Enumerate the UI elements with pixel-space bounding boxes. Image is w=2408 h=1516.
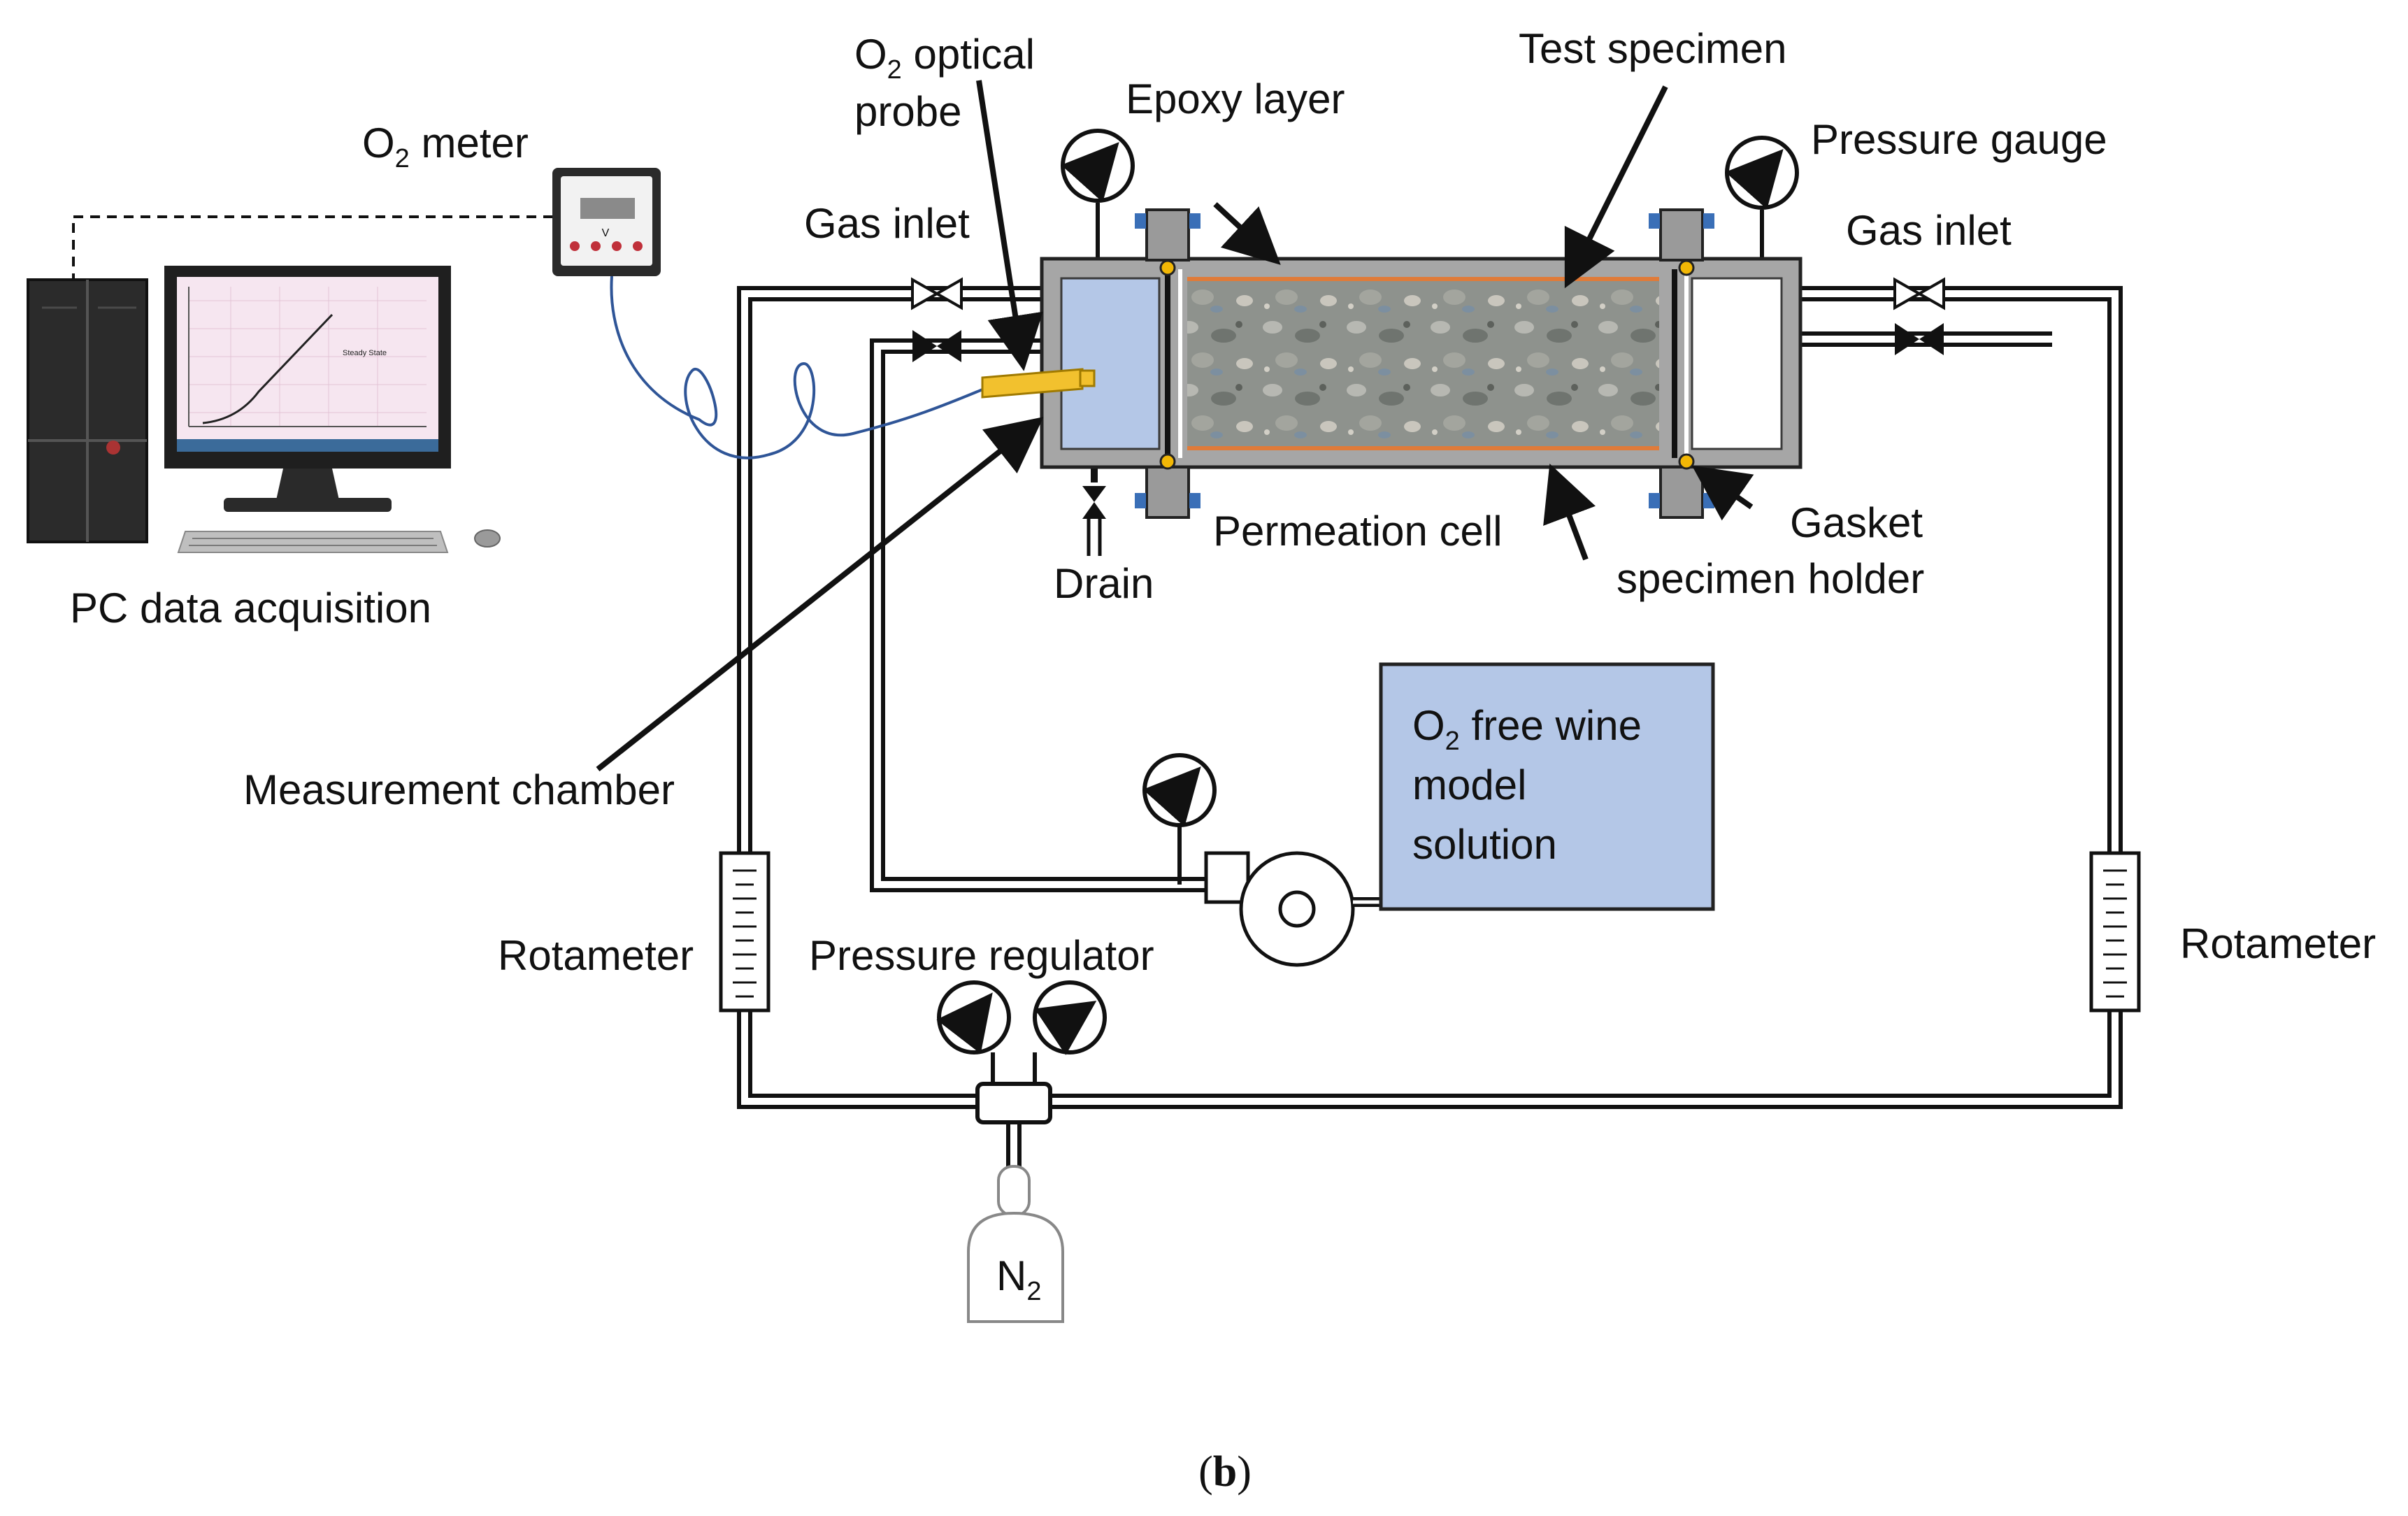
o2-meter-icon: V (552, 168, 661, 276)
label-solution-line2: model (1412, 761, 1526, 808)
meter-display-unit: V (602, 227, 610, 239)
label-probe: probe (854, 88, 961, 135)
labels: O2 optical probe O2 meter Epoxy layer Te… (70, 25, 2376, 1496)
pressure-gauges (936, 129, 1799, 1087)
label-o2-optical-probe: O2 optical (854, 31, 1035, 85)
label-o2-meter: O2 meter (362, 120, 529, 173)
label-solution-line1: O2 free wine (1412, 702, 1642, 756)
label-measurement-chamber: Measurement chamber (243, 766, 675, 813)
gauge-icon-regulator-right (1033, 980, 1107, 1087)
arrow-gasket (1691, 465, 1754, 521)
epoxy-layer-top (1187, 277, 1659, 281)
monitor-icon: Steady State (164, 266, 451, 512)
gauge-icon-regulator-left (936, 980, 1011, 1087)
label-permeation-cell: Permeation cell (1213, 508, 1503, 555)
label-gas-inlet-right: Gas inlet (1846, 207, 2012, 254)
gaskets (1159, 259, 1695, 470)
rotameter-right-icon (2089, 851, 2141, 1013)
pressure-regulator-body (975, 1082, 1052, 1124)
drain-valve (1082, 486, 1106, 519)
label-drain: Drain (1054, 560, 1154, 607)
gauge-icon-pump (1142, 753, 1217, 885)
measurement-chamber (1060, 277, 1161, 450)
label-gas-inlet-left: Gas inlet (804, 200, 970, 247)
liquid-valve-left (912, 330, 961, 362)
label-n2: N2 (996, 1252, 1041, 1306)
arrow-specimen (1564, 85, 1668, 289)
right-chamber (1691, 277, 1783, 450)
bolt-clamps (1135, 208, 1714, 519)
label-rotameter-left: Rotameter (498, 932, 694, 979)
pc-tower-icon (27, 278, 148, 543)
solution-tank (1379, 662, 1715, 911)
label-pressure-regulator: Pressure regulator (809, 932, 1154, 979)
label-test-specimen: Test specimen (1519, 25, 1787, 72)
pointer-arrows (596, 80, 1754, 772)
n2-cylinder-icon (967, 1165, 1064, 1323)
o2-optical-probe (981, 368, 1096, 399)
monitor-curve-label: Steady State (343, 349, 387, 357)
rotameter-left-icon (719, 851, 771, 1013)
valves (911, 277, 1945, 519)
gas-inlet-valve-left (911, 277, 963, 310)
label-epoxy-layer: Epoxy layer (1126, 76, 1345, 122)
arrow-chamber (596, 417, 1044, 772)
pump (1204, 851, 1381, 967)
pc-workstation: Steady State V (27, 168, 987, 553)
figure-caption: (b) (1198, 1448, 1252, 1496)
label-pc-data-acquisition: PC data acquisition (70, 585, 431, 631)
mouse-icon (474, 529, 501, 548)
gauge-icon-cell-right (1725, 136, 1799, 210)
label-gasket: Gasket (1790, 499, 1923, 546)
keyboard-icon (177, 529, 501, 553)
label-pressure-gauge: Pressure gauge (1811, 116, 2107, 163)
permeation-cell (981, 203, 1803, 519)
epoxy-layer-bottom (1187, 446, 1659, 450)
arrow-epoxy (1213, 202, 1281, 265)
monitor-curve (202, 313, 334, 424)
label-solution-line3: solution (1412, 821, 1557, 868)
probe-cable (610, 276, 987, 459)
gas-inlet-valve-right (1893, 277, 1945, 310)
liquid-valve-right (1895, 323, 1944, 355)
arrow-holder (1543, 464, 1596, 561)
arrow-probe (976, 80, 1043, 371)
gauge-icon-cell-left (1061, 129, 1135, 203)
test-specimen (1187, 281, 1659, 446)
label-rotameter-right: Rotameter (2180, 920, 2376, 967)
label-specimen-holder: specimen holder (1617, 555, 1924, 602)
